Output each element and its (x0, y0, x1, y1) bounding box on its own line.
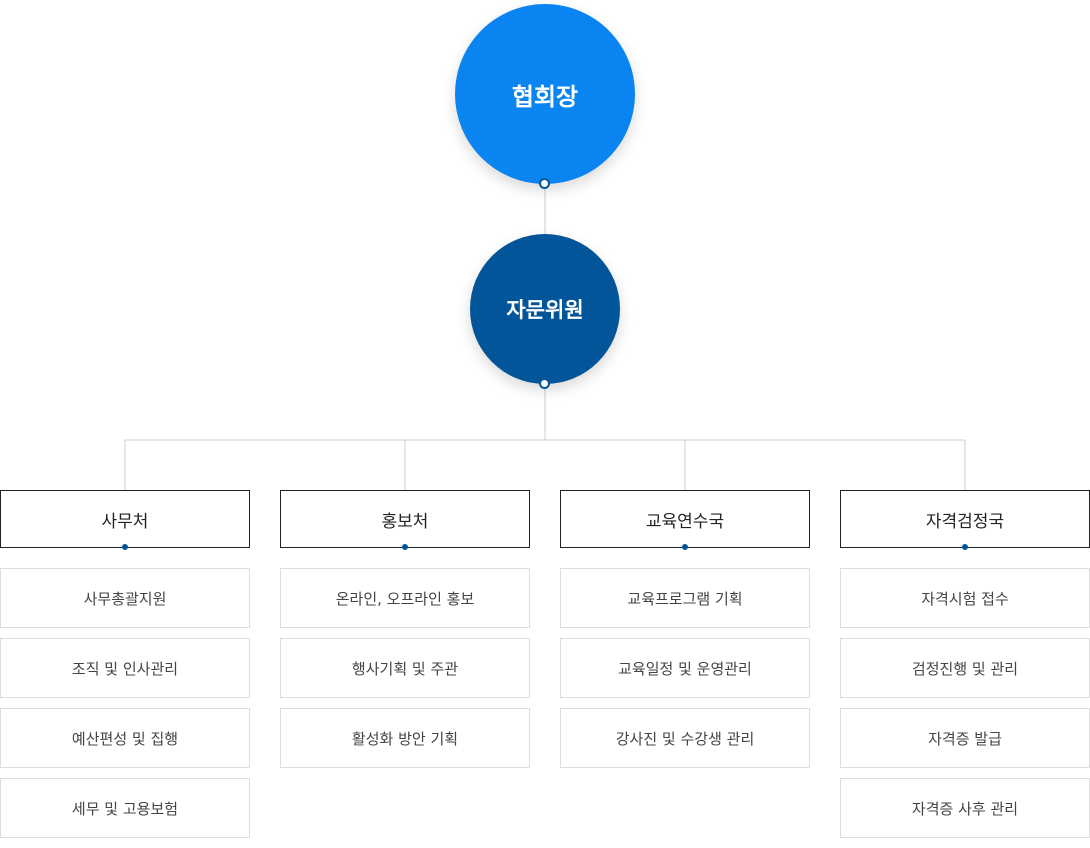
department-office: 사무처 사무총괄지원 조직 및 인사관리 예산편성 및 집행 세무 및 고용보험 (0, 490, 250, 848)
department-title-label: 사무처 (101, 511, 149, 532)
duty-item: 세무 및 고용보험 (0, 778, 250, 838)
department-education: 교육연수국 교육프로그램 기획 교육일정 및 운영관리 강사진 및 수강생 관리 (560, 490, 810, 778)
department-title: 교육연수국 (560, 490, 810, 550)
duty-item: 조직 및 인사관리 (0, 638, 250, 698)
chairman-node: 협회장 (455, 4, 635, 184)
duty-item: 교육프로그램 기획 (560, 568, 810, 628)
duty-item: 검정진행 및 관리 (840, 638, 1090, 698)
department-title: 자격검정국 (840, 490, 1090, 550)
duty-item: 사무총괄지원 (0, 568, 250, 628)
duty-list: 온라인, 오프라인 홍보 행사기획 및 주관 활성화 방안 기획 (280, 568, 530, 768)
department-connector-dot (402, 544, 408, 550)
department-certification: 자격검정국 자격시험 접수 검정진행 및 관리 자격증 발급 자격증 사후 관리 (840, 490, 1090, 848)
duty-item: 행사기획 및 주관 (280, 638, 530, 698)
chairman-label: 협회장 (511, 82, 579, 111)
department-title-label: 홍보처 (381, 511, 429, 532)
advisory-connector-dot (539, 378, 550, 389)
department-pr: 홍보처 온라인, 오프라인 홍보 행사기획 및 주관 활성화 방안 기획 (280, 490, 530, 778)
duty-item: 자격증 사후 관리 (840, 778, 1090, 838)
department-connector-dot (682, 544, 688, 550)
duty-list: 교육프로그램 기획 교육일정 및 운영관리 강사진 및 수강생 관리 (560, 568, 810, 768)
duty-item: 자격증 발급 (840, 708, 1090, 768)
duty-item: 예산편성 및 집행 (0, 708, 250, 768)
department-title: 사무처 (0, 490, 250, 550)
advisory-label: 자문위원 (506, 298, 584, 322)
duty-item: 활성화 방안 기획 (280, 708, 530, 768)
advisory-node: 자문위원 (470, 234, 620, 384)
department-title: 홍보처 (280, 490, 530, 550)
duty-item: 자격시험 접수 (840, 568, 1090, 628)
duty-list: 사무총괄지원 조직 및 인사관리 예산편성 및 집행 세무 및 고용보험 (0, 568, 250, 838)
department-connector-dot (122, 544, 128, 550)
chairman-connector-dot (539, 178, 550, 189)
duty-item: 교육일정 및 운영관리 (560, 638, 810, 698)
department-title-label: 교육연수국 (645, 511, 725, 532)
duty-list: 자격시험 접수 검정진행 및 관리 자격증 발급 자격증 사후 관리 (840, 568, 1090, 838)
department-title-label: 자격검정국 (925, 511, 1005, 532)
duty-item: 온라인, 오프라인 홍보 (280, 568, 530, 628)
duty-item: 강사진 및 수강생 관리 (560, 708, 810, 768)
department-connector-dot (962, 544, 968, 550)
